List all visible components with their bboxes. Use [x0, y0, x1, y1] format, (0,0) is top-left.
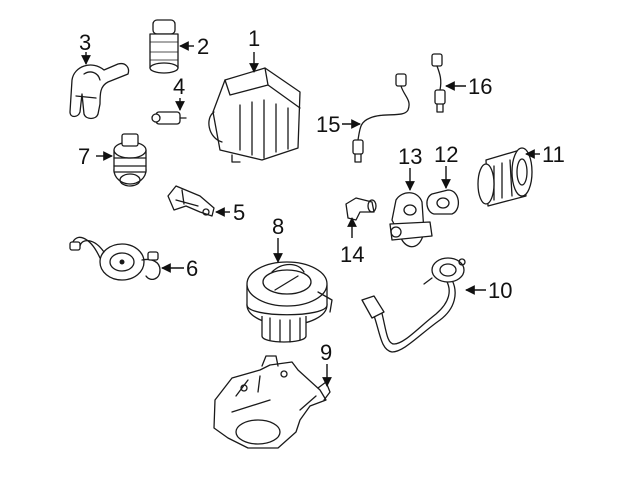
- callout-3: 3: [79, 30, 91, 55]
- callout-6: 6: [186, 256, 198, 281]
- part-1-air-filter-housing: [208, 67, 301, 163]
- part-16-oxygen-sensor: [431, 53, 446, 113]
- callout-16: 16: [468, 74, 492, 99]
- part-10-pipe: [361, 257, 466, 353]
- leader-lines: [81, 41, 540, 387]
- part-8-air-pump: [246, 261, 333, 343]
- part-3-hose: [69, 62, 130, 120]
- callout-8: 8: [272, 214, 284, 239]
- callout-11: 11: [542, 142, 565, 167]
- callout-15: 15: [316, 112, 340, 137]
- callout-12: 12: [434, 142, 458, 167]
- part-11-coupling: [477, 147, 533, 207]
- callout-2: 2: [197, 34, 209, 59]
- callout-4: 4: [173, 74, 185, 99]
- part-13-flange: [389, 192, 433, 248]
- callout-10: 10: [488, 278, 512, 303]
- part-4-valve: [151, 111, 187, 125]
- callout-7: 7: [78, 144, 90, 169]
- callout-13: 13: [398, 144, 422, 169]
- part-6-vacuum-reservoir: [69, 236, 161, 281]
- part-12-gasket: [426, 189, 459, 215]
- callout-numbers: 1 2 3 4 5 6 7 8 9 10 11 12 13 14 15 16: [78, 26, 565, 365]
- part-14-elbow: [345, 197, 377, 221]
- part-9-mounting-bracket: [213, 355, 331, 449]
- callout-5: 5: [233, 200, 245, 225]
- callout-9: 9: [320, 340, 332, 365]
- part-7-valve-assembly: [113, 133, 147, 187]
- callout-14: 14: [340, 242, 364, 267]
- part-15-oxygen-sensor: [352, 73, 410, 163]
- part-5-bracket: [167, 185, 215, 217]
- callout-1: 1: [248, 26, 260, 51]
- part-2-canister: [149, 19, 179, 74]
